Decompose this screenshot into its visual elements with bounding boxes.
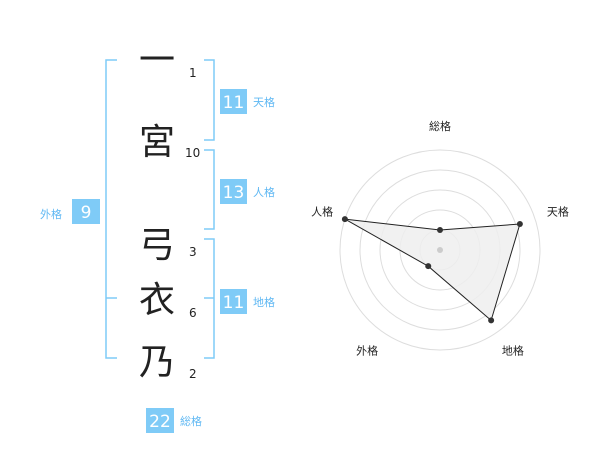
brackets	[105, 59, 215, 359]
radar-axis-label-4: 外格	[356, 343, 378, 357]
chikaku-label: 地格	[253, 295, 275, 309]
tenkaku-bracket	[204, 59, 215, 141]
tenkaku-label: 天格	[253, 95, 275, 109]
radar-area	[344, 218, 521, 322]
char-1: 一	[139, 40, 175, 81]
stroke-count-1: 1	[189, 66, 197, 80]
radar-points	[341, 216, 523, 324]
stroke-count-3: 3	[189, 245, 197, 259]
radar-point-4	[425, 263, 432, 270]
jinkaku-label: 人格	[253, 185, 275, 199]
char-4: 衣	[139, 280, 175, 321]
svg-text:9: 9	[81, 203, 92, 223]
stroke-count-4: 6	[189, 306, 197, 320]
name-characters: 一 宮 弓 衣 乃	[139, 40, 175, 383]
radar-ring	[359, 169, 521, 331]
radar-center-dot	[437, 247, 443, 253]
svg-text:22: 22	[149, 412, 171, 432]
radar-point-5	[341, 216, 348, 223]
radar-point-3	[488, 317, 495, 324]
radar-axis-label-2: 天格	[547, 205, 569, 219]
svg-text:11: 11	[223, 293, 245, 313]
gaikaku-badge: 外格 9	[40, 199, 100, 224]
char-2: 宮	[139, 122, 175, 163]
tenkaku-badge: 11 天格	[220, 89, 275, 114]
char-5: 乃	[139, 342, 175, 383]
stroke-counts: 1 10 3 6 2	[185, 66, 200, 381]
chikaku-badge: 11 地格	[220, 289, 275, 314]
radar-axis-label-1: 総格	[429, 119, 451, 133]
jinkaku-badge: 13 人格	[220, 179, 275, 204]
char-3: 弓	[139, 225, 175, 266]
radar-point-1	[437, 227, 443, 233]
stroke-count-5: 2	[189, 367, 197, 381]
soukaku-badge: 22 総格	[146, 408, 202, 433]
radar-ring	[339, 149, 541, 351]
stroke-count-2: 10	[185, 146, 200, 160]
radar-axis-label-5: 人格	[311, 205, 333, 219]
svg-text:13: 13	[223, 183, 245, 203]
jinkaku-bracket	[204, 149, 215, 230]
gaikaku-bracket	[105, 59, 117, 359]
svg-text:11: 11	[223, 93, 245, 113]
radar-point-2	[516, 221, 523, 228]
radar-axis-label-3: 地格	[502, 343, 524, 357]
gaikaku-label: 外格	[40, 207, 62, 221]
soukaku-label: 総格	[180, 414, 202, 428]
